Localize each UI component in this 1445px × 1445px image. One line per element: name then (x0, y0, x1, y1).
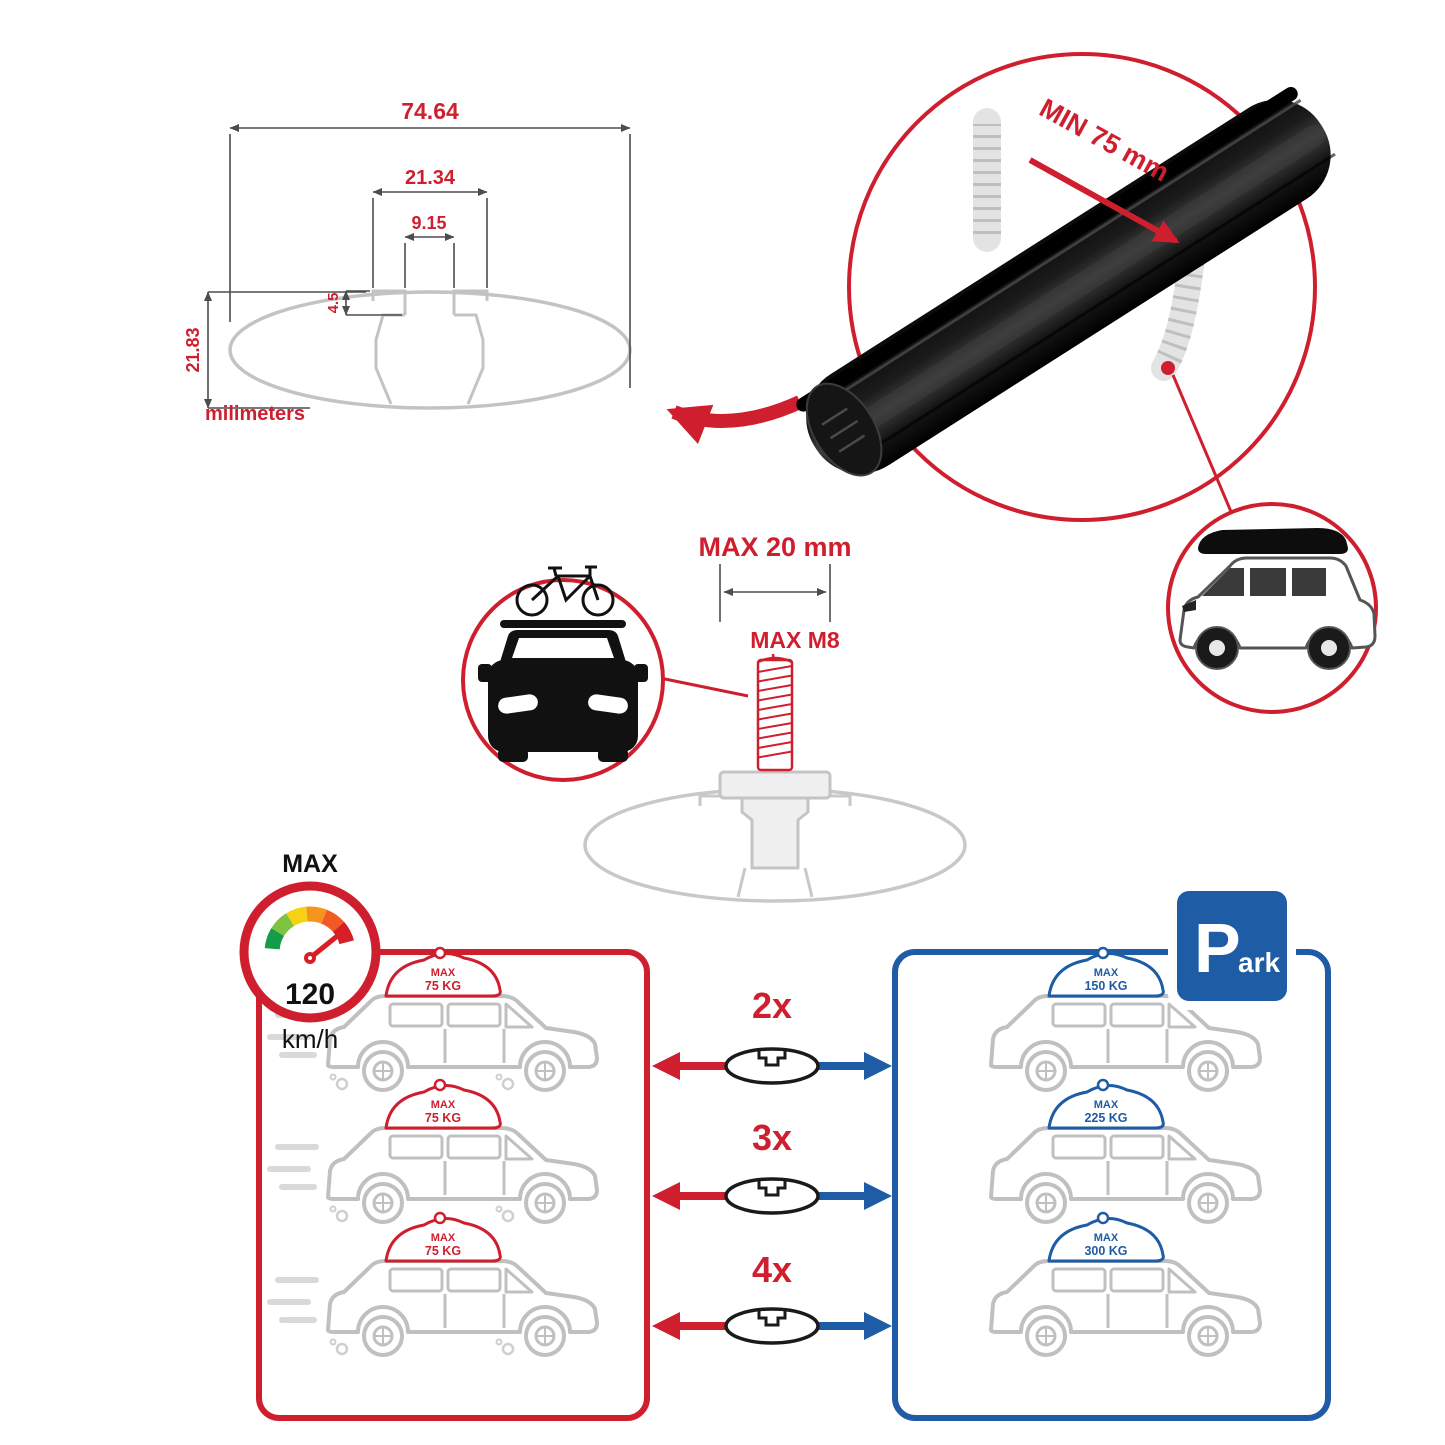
crossbar-profile-ellipse (228, 290, 632, 410)
max-thread-label: MAX M8 (750, 627, 840, 653)
threaded-bolt (756, 656, 794, 772)
crossbar-3d (796, 87, 1336, 477)
right-tent-1-kg-label: 150 KG (1084, 979, 1127, 993)
dim-total-width-label: 74.64 (401, 98, 459, 124)
multiplier-3x-label: 3x (752, 1117, 792, 1158)
min-clamp-arrow (1028, 157, 1180, 244)
section-slot-lines (698, 794, 852, 898)
car-front-icon (478, 620, 648, 762)
right-tent-3-kg-label: 300 KG (1084, 1244, 1127, 1258)
dim-total-height-label: 21.83 (183, 327, 203, 372)
park-sign-rest: ark (1238, 947, 1280, 978)
left-tent-2-load-label: MAX (431, 1099, 456, 1111)
bolt-dimension-lines (719, 564, 831, 622)
left-tent-1-load-label: MAX (431, 967, 456, 979)
left-tent-3-load-label: MAX (431, 1232, 456, 1244)
multiplier-column: 2x 3x 4x (652, 985, 892, 1345)
gauge-pivot-dot (308, 956, 312, 960)
left-capacity-panel: MAX 75 KG MAX 75 KG MAX 75 KG (256, 946, 650, 1421)
pointer-arrow-to-profile (666, 395, 803, 444)
right-capacity-panel: MAX 150 KG MAX 225 KG MAX 300 KG (892, 946, 1331, 1421)
left-tent-3-kg-label: 75 KG (425, 1244, 461, 1258)
suv-roofbox-illustration (1178, 528, 1377, 670)
dim-units-label: milimeters (205, 403, 305, 425)
park-sign-letter: P (1194, 909, 1241, 987)
callout-line-bike-to-bolt (659, 676, 749, 698)
dim-slot-depth-label: 4.5 (325, 293, 342, 314)
bar-section-icon-1 (724, 1047, 820, 1085)
dim-upper-width-label: 21.34 (405, 167, 456, 189)
gauge-arc-segments (264, 906, 354, 950)
right-tent-1-load-label: MAX (1094, 967, 1119, 979)
suv-window-2 (1292, 568, 1326, 596)
multiplier-2x-label: 2x (752, 985, 792, 1026)
suv-headlight (1182, 600, 1196, 612)
multiplier-4x-label: 4x (752, 1249, 792, 1290)
right-tent-2-load-label: MAX (1094, 1099, 1119, 1111)
callout-dot (1161, 361, 1175, 375)
speed-gauge: MAX 120 km/h (239, 850, 381, 1054)
gauge-units: km/h (282, 1024, 338, 1054)
crossbar-detail-view: MIN 75 mm (796, 52, 1336, 522)
suv-windshield (1202, 568, 1244, 596)
park-sign: P ark (1168, 882, 1296, 1010)
gauge-value: 120 (285, 978, 335, 1011)
callout-line-to-suv (1171, 374, 1234, 515)
left-tent-1-kg-label: 75 KG (425, 979, 461, 993)
suv-roofbox-view (1166, 502, 1378, 714)
bolt-diagram: MAX 20 mm MAX M8 (583, 532, 967, 903)
right-tent-3-load-label: MAX (1094, 1232, 1119, 1244)
right-tent-2-kg-label: 225 KG (1084, 1111, 1127, 1125)
t-slot-adapter (718, 770, 832, 870)
gauge-needle (307, 930, 344, 961)
profile-dimension-diagram: 74.64 21.34 9.15 4.5 21.83 milimeters (183, 98, 803, 444)
gauge-max-label: MAX (282, 850, 338, 878)
dim-slot-width-label: 9.15 (411, 213, 446, 233)
suv-hub-rear (1321, 640, 1337, 656)
bar-section-icon-2 (724, 1177, 820, 1215)
suv-hub-front (1209, 640, 1225, 656)
dimension-lines (204, 124, 631, 409)
max-width-label: MAX 20 mm (698, 532, 851, 562)
park-sign-plate (1177, 891, 1287, 1001)
car-bike-view (461, 565, 665, 782)
crossbar-profile-slot (371, 289, 489, 405)
roof-box (1198, 528, 1348, 554)
bar-section-icon-3 (724, 1307, 820, 1345)
bike-icon (515, 565, 615, 617)
left-tent-2-kg-label: 75 KG (425, 1111, 461, 1125)
suv-window-1 (1250, 568, 1286, 596)
